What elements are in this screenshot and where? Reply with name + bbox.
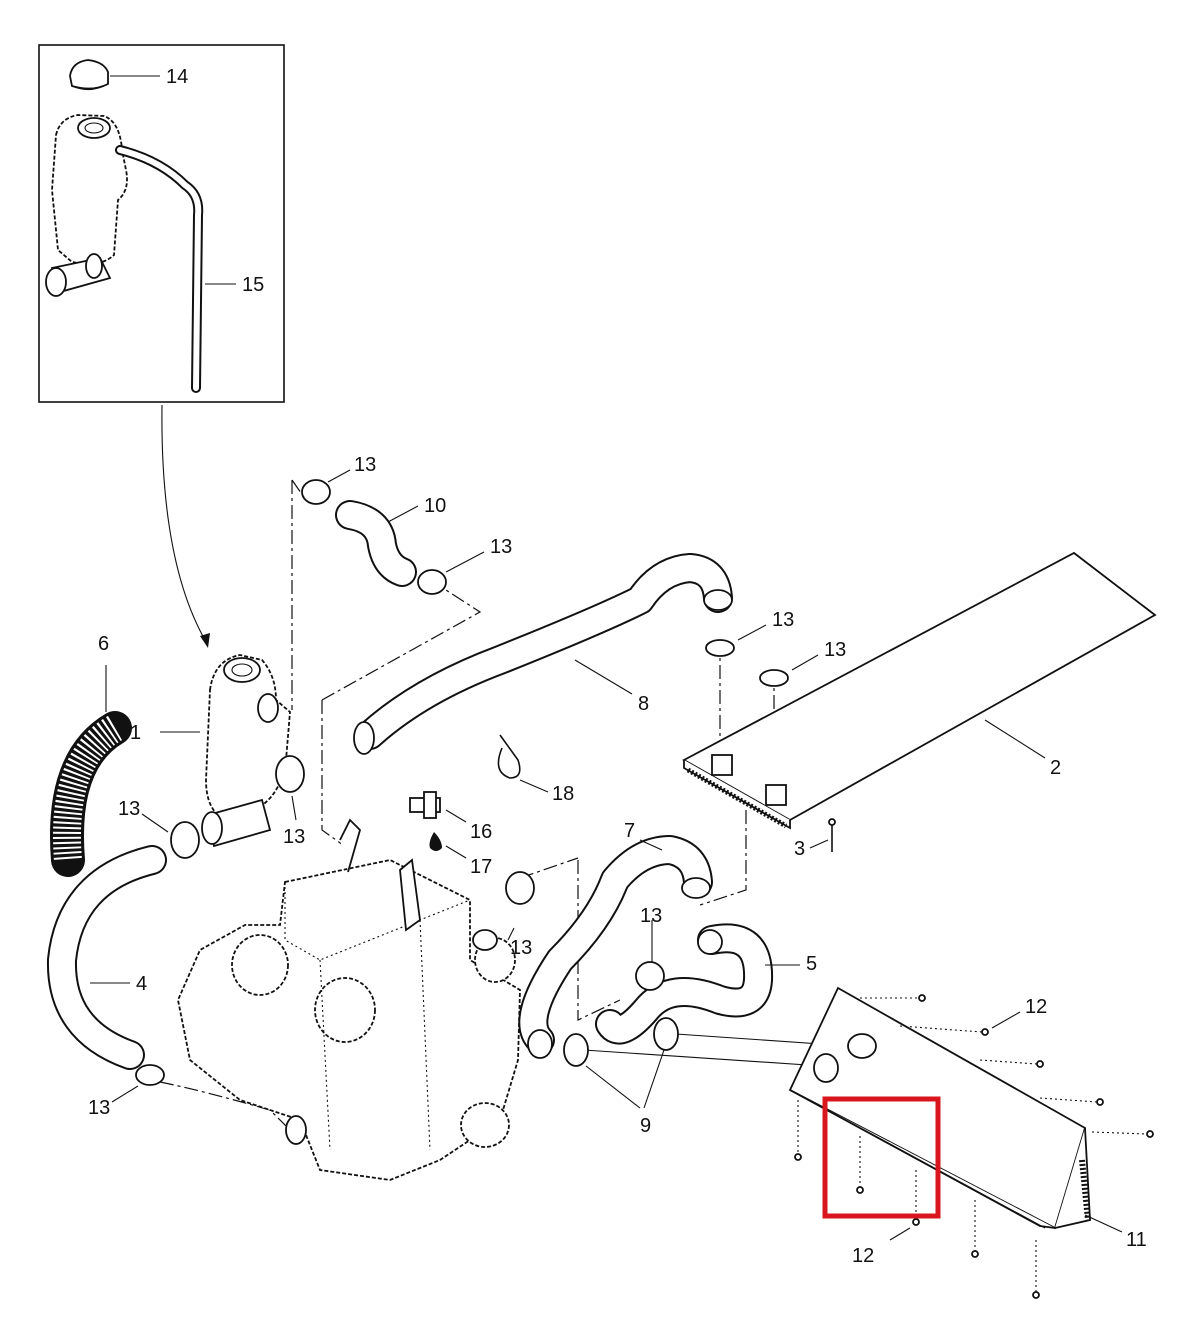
callout-16: 16 — [470, 821, 492, 843]
short-hose[interactable] — [301, 479, 447, 595]
coolant-reservoir[interactable] — [201, 654, 291, 848]
callout-13: 13 — [772, 609, 794, 631]
reservoir-detail[interactable] — [45, 114, 128, 297]
hose-clamp[interactable] — [135, 755, 305, 1086]
lower-hose[interactable] — [46, 845, 167, 1070]
return-hose[interactable] — [595, 923, 774, 1045]
hose-clamp[interactable] — [472, 871, 535, 951]
coupling-sleeve[interactable] — [563, 1017, 679, 1067]
callout-13: 13 — [118, 798, 140, 820]
callout-13: 13 — [490, 536, 512, 558]
callout-5: 5 — [806, 953, 817, 975]
callout-4: 4 — [136, 973, 147, 995]
callout-13: 13 — [824, 639, 846, 661]
callout-11: 11 — [1126, 1229, 1147, 1251]
thread-sealant-drop[interactable] — [429, 832, 443, 851]
callout-8: 8 — [638, 693, 649, 715]
callout-15: 15 — [242, 274, 264, 296]
corrugated-hose[interactable] — [50, 711, 132, 877]
cable-clip[interactable] — [497, 734, 521, 779]
callout-13: 13 — [88, 1097, 110, 1119]
rivet[interactable] — [828, 818, 836, 852]
heat-exchanger[interactable] — [682, 551, 1157, 830]
callout-18: 18 — [552, 783, 574, 805]
crossover-hose[interactable] — [518, 835, 713, 1059]
callout-6: 6 — [98, 633, 109, 655]
callout-12: 12 — [852, 1245, 874, 1267]
callout-7: 7 — [624, 820, 635, 842]
callout-13: 13 — [640, 905, 662, 927]
callout-17: 17 — [470, 856, 492, 878]
callout-13: 13 — [283, 826, 305, 848]
callout-10: 10 — [424, 495, 446, 517]
highlight-box — [822, 1096, 941, 1219]
detail-arrow — [161, 404, 210, 648]
callout-1: 1 — [130, 722, 141, 744]
callout-9: 9 — [640, 1115, 651, 1137]
callout-13: 13 — [510, 937, 532, 959]
callout-2: 2 — [1050, 757, 1061, 779]
engine-block[interactable] — [177, 818, 521, 1181]
mounting-screws[interactable] — [794, 994, 1154, 1299]
callout-3: 3 — [794, 838, 805, 860]
callout-13: 13 — [354, 454, 376, 476]
callout-14: 14 — [166, 66, 188, 88]
detail-inset: 14 15 — [38, 44, 285, 403]
hose-clamp[interactable] — [705, 639, 789, 687]
long-hose[interactable] — [353, 553, 733, 755]
reservoir-cap[interactable] — [69, 59, 109, 91]
temperature-sensor[interactable] — [409, 791, 441, 819]
overflow-hose[interactable] — [115, 145, 204, 393]
callout-12: 12 — [1025, 996, 1047, 1018]
